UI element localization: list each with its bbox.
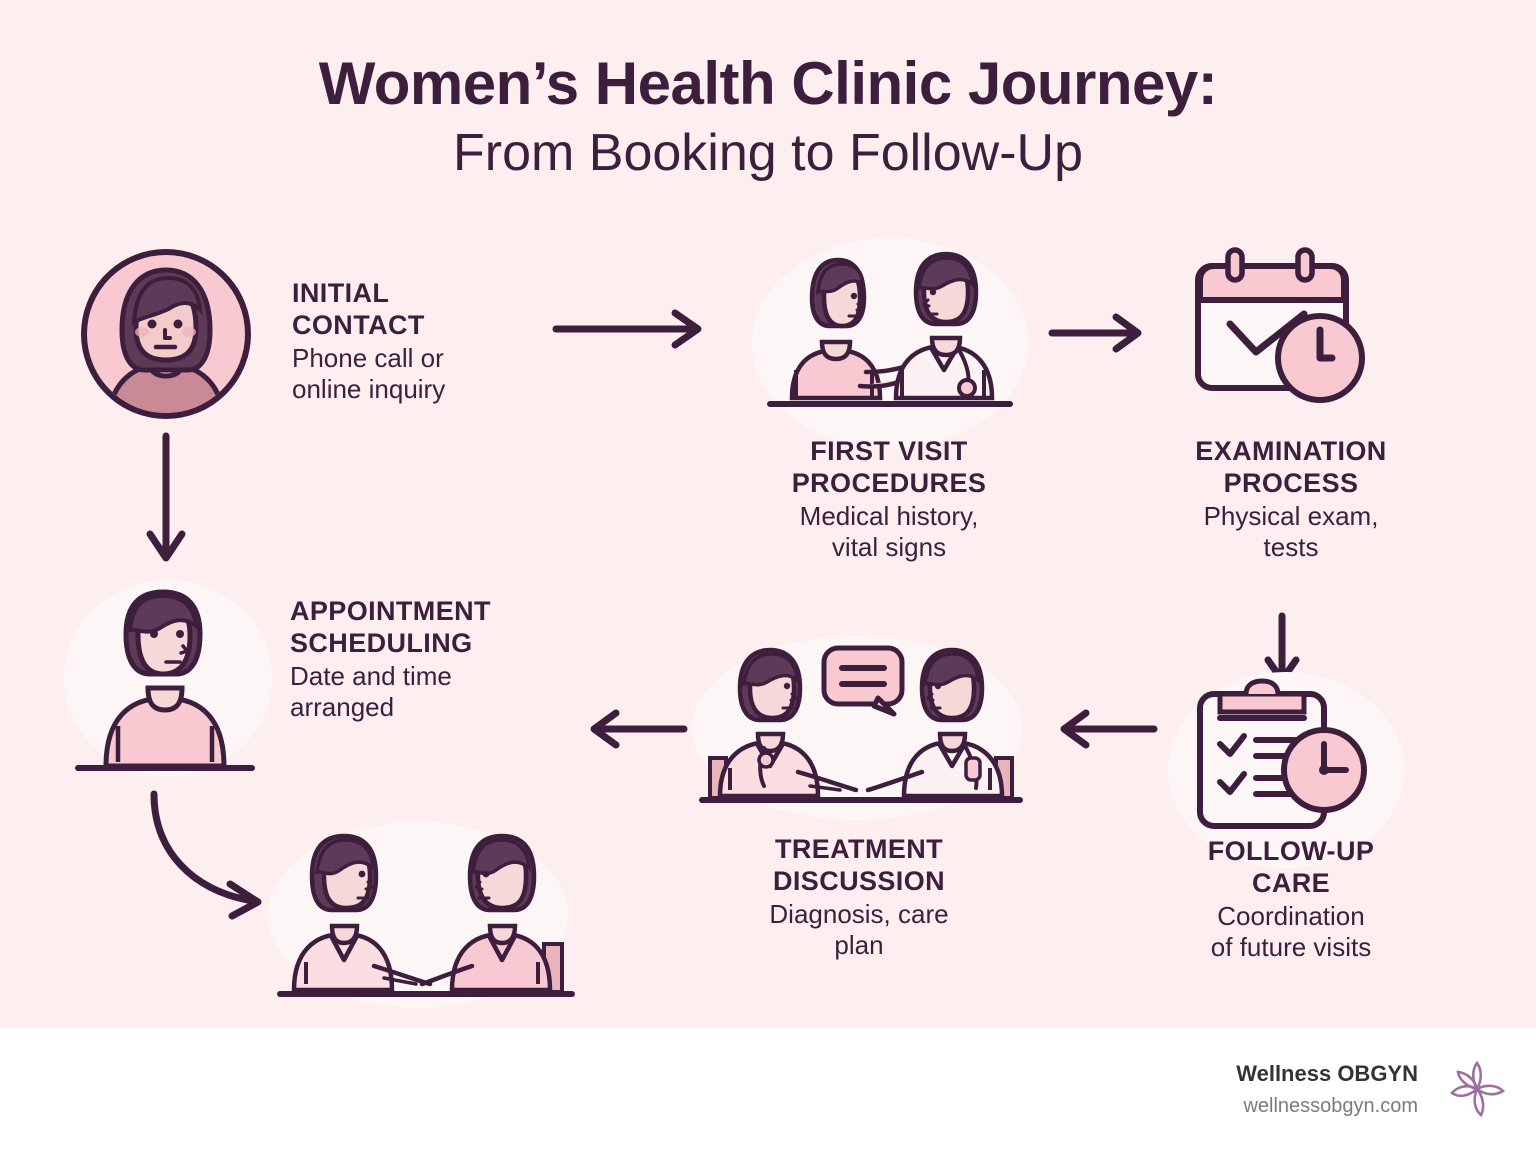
step-heading: TREATMENT DISCUSSION [772, 834, 946, 896]
step-subtext: Physical exam, tests [1203, 501, 1379, 563]
arrow-initial-to-appointment [140, 432, 192, 572]
step-heading: EXAMINATION PROCESS [1195, 436, 1387, 498]
patient-and-doctor-consult-icon [756, 246, 1024, 418]
arrow-treatment-to-appointment [576, 706, 688, 752]
arrow-appointment-to-final [132, 782, 282, 922]
title-line-1: Women’s Health Clinic Journey: [318, 50, 1218, 117]
title-line-2: From Booking to Follow-Up [453, 123, 1083, 182]
step-subtext: Date and time arranged [290, 661, 452, 723]
brand-url: wellnessobgyn.com [1243, 1094, 1418, 1117]
arrow-followup-to-treatment [1046, 706, 1158, 752]
flower-logo-icon [1446, 1058, 1508, 1120]
woman-portrait-circle-icon [78, 246, 254, 422]
step-heading: FOLLOW-UP CARE [1207, 836, 1375, 898]
step-subtext: Diagnosis, care plan [769, 899, 949, 961]
step-initial-contact: INITIAL CONTACT Phone call or online inq… [292, 278, 542, 406]
two-women-talking-speech-bubble-icon [698, 640, 1024, 812]
brand-name: Wellness OBGYN [1236, 1061, 1418, 1086]
step-first-visit-procedures: FIRST VISIT PROCEDURES Medical history, … [724, 436, 1054, 564]
calendar-check-clock-icon [1180, 247, 1370, 418]
brand-block: Wellness OBGYN wellnessobgyn.com [1236, 1060, 1418, 1120]
step-examination-process: EXAMINATION PROCESS Physical exam, tests [1126, 436, 1456, 564]
step-heading: APPOINTMENT SCHEDULING [290, 596, 491, 658]
step-heading: FIRST VISIT PROCEDURES [791, 436, 987, 498]
arrow-initial-to-firstvisit [552, 306, 712, 352]
woman-at-desk-icon [70, 584, 260, 774]
halo-first-visit [752, 238, 1028, 448]
step-subtext: Phone call or online inquiry [292, 343, 446, 405]
step-follow-up-care: FOLLOW-UP CARE Coordination of future vi… [1126, 836, 1456, 964]
page-title: Women’s Health Clinic Journey: From Book… [0, 52, 1536, 184]
step-subtext: Coordination of future visits [1210, 901, 1372, 963]
arrow-firstvisit-to-examination [1048, 310, 1152, 356]
step-subtext: Medical history, vital signs [799, 501, 979, 563]
step-appointment-scheduling: APPOINTMENT SCHEDULING Date and time arr… [290, 596, 610, 724]
step-heading: INITIAL CONTACT [292, 278, 425, 340]
two-women-at-table-icon [276, 826, 576, 1008]
footer-bar: Wellness OBGYN wellnessobgyn.com [0, 1028, 1536, 1154]
step-treatment-discussion: TREATMENT DISCUSSION Diagnosis, care pla… [694, 834, 1024, 962]
clipboard-checklist-clock-icon [1184, 678, 1376, 838]
